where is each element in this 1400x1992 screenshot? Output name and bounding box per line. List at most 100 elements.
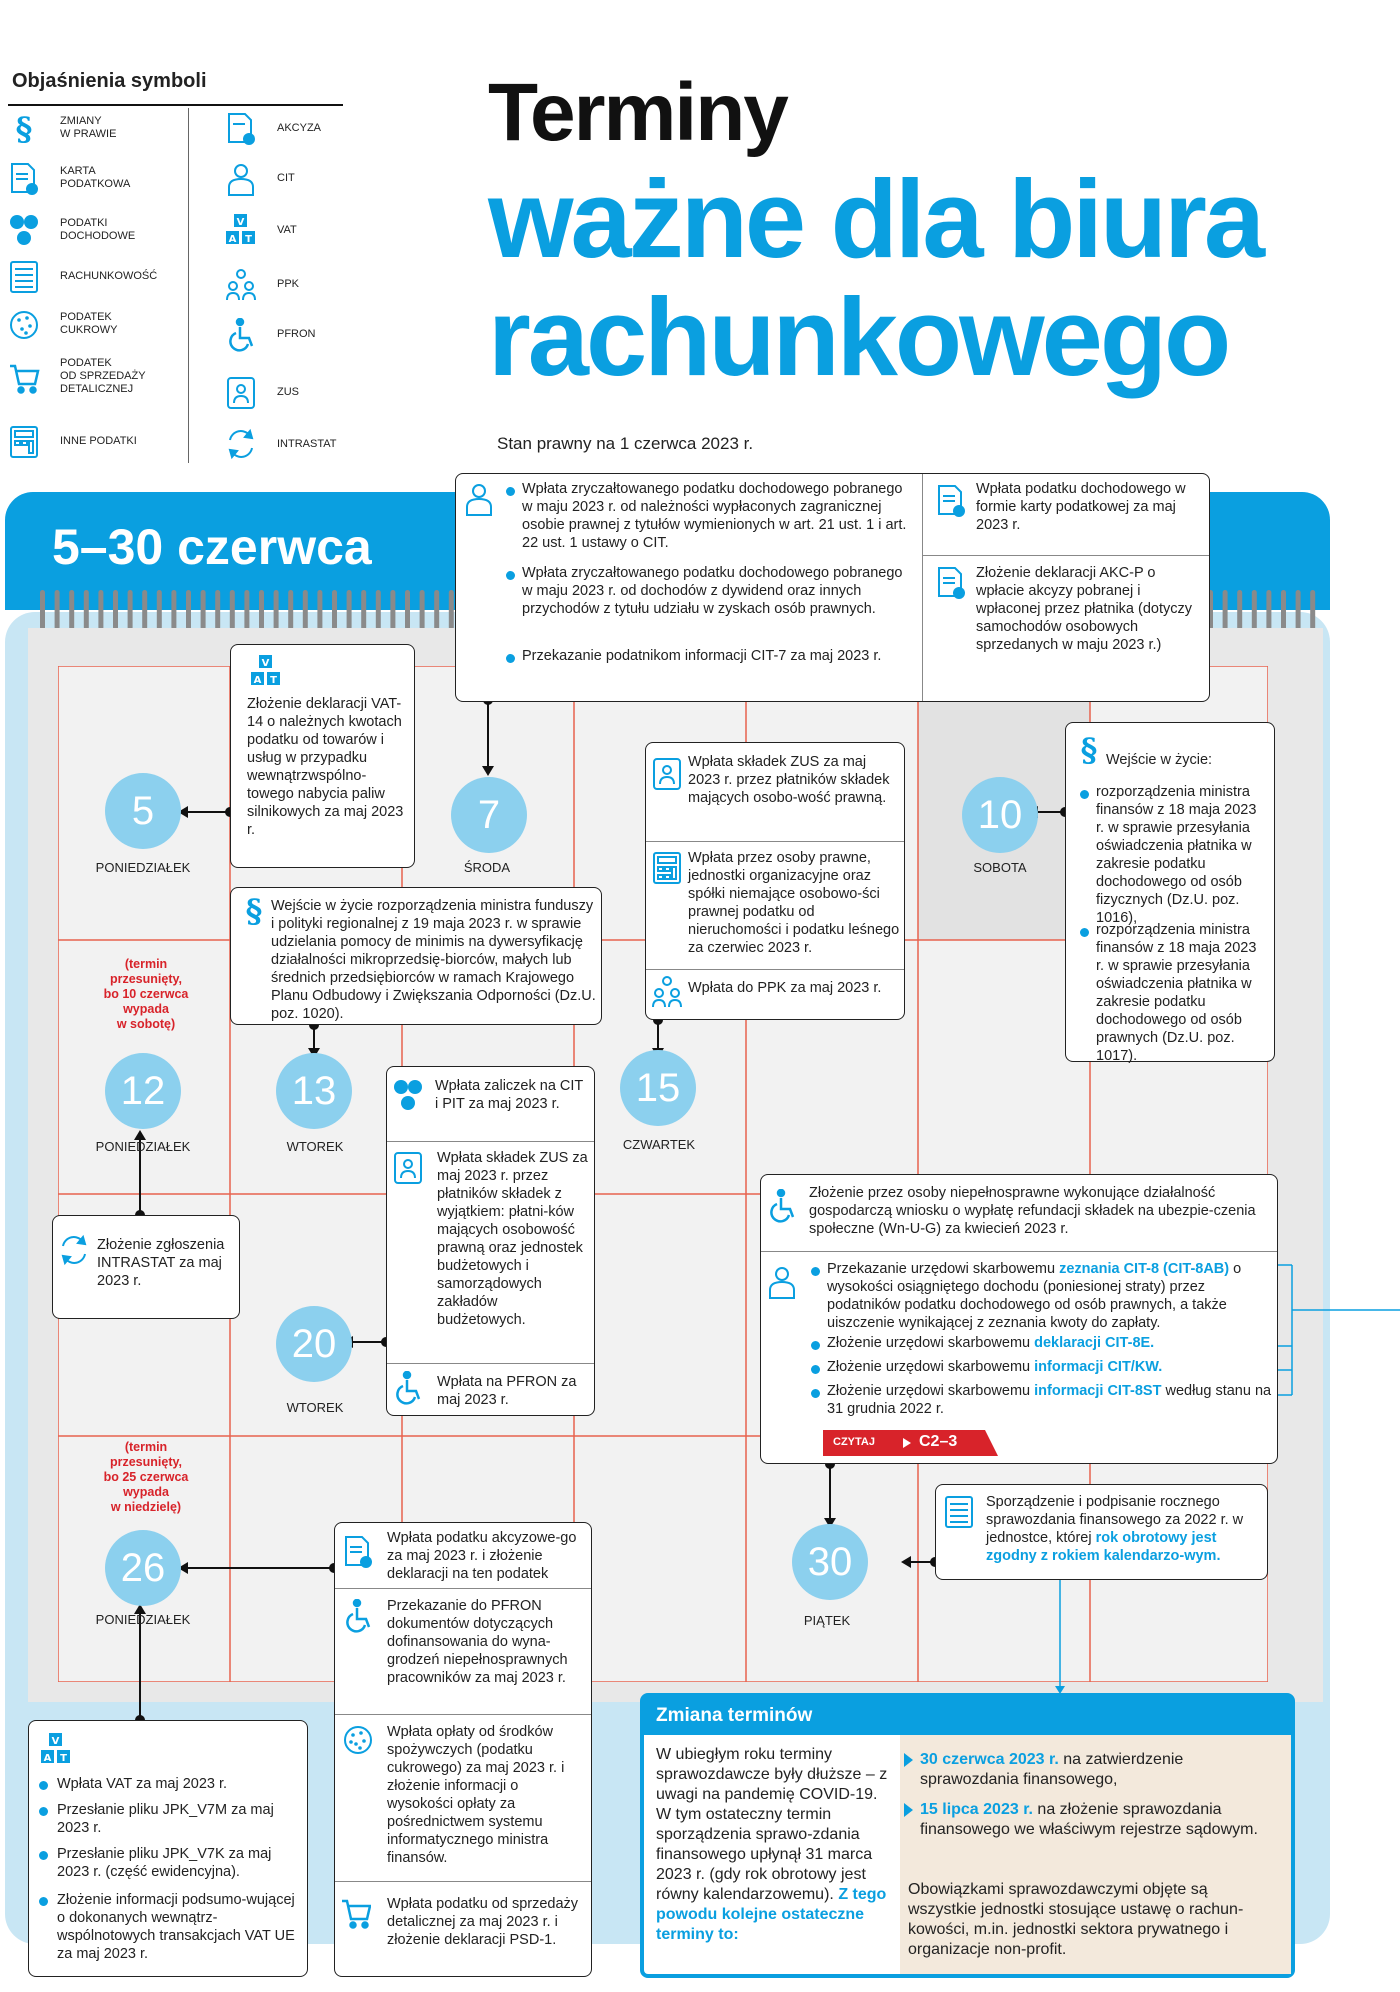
id-card-icon: [653, 758, 681, 790]
day-5-name: PONIEDZIAŁEK: [95, 860, 191, 875]
legend-label: INTRASTAT: [277, 437, 337, 450]
excise-doc-icon: [938, 567, 965, 599]
bullet: [39, 1897, 48, 1906]
legend-label: PPK: [277, 277, 300, 290]
task-text-part: Złożenie urzędowi skarbowemu: [827, 1383, 1035, 1399]
svg-text:A: A: [44, 1753, 52, 1764]
ledger-icon: [8, 260, 40, 293]
day-13: 13: [276, 1053, 352, 1129]
deadline-change-title: Zmiana terminów: [656, 1705, 813, 1726]
person-icon: [769, 1267, 795, 1299]
legend-title: Objaśnienia symboli: [12, 70, 207, 92]
day-20-name: WTOREK: [286, 1400, 344, 1415]
deadline-change-header: Zmiana terminów: [644, 1697, 1291, 1735]
task-text: Złożenie przez osoby niepełnosprawne wyk…: [809, 1185, 1256, 1237]
calculator-icon: [653, 852, 681, 884]
deadline-1-date: 30 czerwca 2023 r.: [920, 1751, 1059, 1768]
sugar-icon: [8, 308, 40, 340]
legend-label: PODATKI DOCHODOWE: [60, 217, 136, 242]
cart-icon: [342, 1899, 371, 1929]
deadline-2-date: 15 lipca 2023 r.: [920, 1801, 1033, 1818]
deadline-1: 30 czerwca 2023 r. na zatwierdzenie spra…: [920, 1750, 1265, 1790]
day-7-name: ŚRODA: [463, 860, 511, 875]
calculator-icon: [8, 425, 40, 458]
task-text-part: Złożenie urzędowi skarbowemu: [827, 1359, 1035, 1375]
task-text: Złożenie deklaracji AKC-P o wpłacie akcy…: [976, 565, 1192, 653]
legend-label: INNE PODATKI: [60, 434, 137, 447]
divider: [922, 555, 1209, 556]
bullet: [506, 571, 515, 580]
task-text-part: Złożenie urzędowi skarbowemu: [827, 1335, 1035, 1351]
cit8e-link[interactable]: deklaracji CIT-8E.: [1034, 1335, 1155, 1351]
task-text: Złożenie zgłoszenia INTRASTAT za maj 202…: [97, 1237, 225, 1289]
divider: [646, 969, 904, 970]
czytaj-reference[interactable]: CZYTAJ C2–3: [823, 1430, 998, 1456]
svg-text:T: T: [270, 675, 277, 686]
note-day-26: (termin przesunięty, bo 25 czerwca wypad…: [103, 1440, 189, 1514]
czytaj-label: CZYTAJ: [833, 1436, 875, 1448]
task-text: Wpłata składek ZUS za maj 2023 r. przez …: [688, 754, 890, 806]
cart-icon: [8, 360, 40, 394]
task-box-day-15: Wpłata składek ZUS za maj 2023 r. przez …: [645, 742, 905, 1020]
legend-label: AKCYZA: [277, 121, 322, 134]
czytaj-page-ref: C2–3: [919, 1433, 958, 1450]
sugar-icon: [344, 1726, 372, 1754]
svg-text:A: A: [254, 675, 262, 686]
legend-label: PODATEK CUKROWY: [60, 311, 118, 336]
svg-text:§: §: [16, 112, 33, 146]
arrows-icon: [61, 1234, 87, 1266]
coins-icon: [394, 1080, 422, 1110]
task-text-emphasis: rok obrotowy jest zgodny z rokiem kalend…: [986, 1530, 1221, 1564]
task-text: Wpłata podatku dochodowego w formie kart…: [976, 481, 1186, 533]
day-26-name: PONIEDZIAŁEK: [95, 1612, 191, 1627]
bullet: [39, 1851, 48, 1860]
task-text: Wejście w życie rozporządzenia ministra …: [271, 898, 596, 1022]
citkw-link[interactable]: informacji CIT/KW.: [1034, 1359, 1163, 1375]
deadline-change-lead: Z tego powodu kolejne ostateczne terminy…: [656, 1886, 887, 1943]
task-text: Przesłanie pliku JPK_V7M za maj 2023 r.: [57, 1802, 274, 1836]
bullet: [1080, 928, 1089, 937]
divider: [761, 1251, 1277, 1252]
svg-text:A: A: [229, 234, 237, 245]
task-text: Wpłata zaliczek na CIT i PIT za maj 2023…: [435, 1078, 584, 1112]
legend-column-divider: [188, 108, 189, 463]
task-text: Wpłata opłaty od środków spożywczych (po…: [387, 1724, 565, 1866]
coins-icon: [8, 214, 40, 246]
cit8-link[interactable]: zeznania CIT-8 (CIT-8AB): [1059, 1261, 1230, 1277]
legend-label: ZUS: [277, 385, 299, 398]
tax-card-icon: [8, 162, 40, 195]
task-box-day-20: Wpłata zaliczek na CIT i PIT za maj 2023…: [386, 1066, 595, 1416]
cit8st-link[interactable]: informacji CIT-8ST: [1034, 1383, 1162, 1399]
ledger-icon: [945, 1496, 973, 1528]
task-text: Złożenie deklaracji VAT-14 o należnych k…: [247, 696, 404, 838]
task-text: Wpłata podatku akcyzowe-go za maj 2023 r…: [387, 1530, 577, 1582]
task-box-day-26: Wpłata podatku akcyzowe-go za maj 2023 r…: [334, 1522, 592, 1977]
paragraph-icon: §: [8, 110, 40, 148]
deadline-1-text: na zatwierdzenie sprawozdania finansoweg…: [920, 1751, 1184, 1788]
divider: [335, 1714, 591, 1715]
task-text: Sporządzenie i podpisanie rocznego spraw…: [986, 1493, 1262, 1565]
task-text: Przekazanie podatnikom informacji CIT-7 …: [522, 648, 882, 664]
czytaj-badge: [823, 1430, 998, 1456]
task-text: Złożenie urzędowi skarbowemu deklaracji …: [827, 1334, 1272, 1352]
task-box-day-7: Wpłata zryczałtowanego podatku dochodowe…: [455, 473, 1210, 702]
task-text: Wpłata przez osoby prawne, jednostki org…: [688, 850, 900, 956]
tax-card-icon: [938, 485, 965, 517]
svg-text:V: V: [262, 658, 270, 669]
task-text: Wpłata podatku od sprzedaży detalicznej …: [387, 1896, 579, 1948]
deadline-change-right-panel: [900, 1735, 1291, 1974]
task-box-day-30-report: Sporządzenie i podpisanie rocznego spraw…: [935, 1484, 1268, 1580]
calendar-period-label: 5–30 czerwca: [52, 519, 372, 575]
day-30-name: PIĄTEK: [803, 1613, 851, 1628]
bullet: [1080, 790, 1089, 799]
task-box-day-10: § Wejście w życie: rozporządzenia minist…: [1065, 722, 1275, 1064]
id-card-icon: [225, 376, 257, 409]
task-text: Przesłanie pliku JPK_V7K za maj 2023 r. …: [57, 1846, 272, 1880]
task-text: Przekazanie urzędowi skarbowemu zeznania…: [827, 1260, 1272, 1332]
bullet: [506, 654, 515, 663]
legend-divider: [8, 104, 343, 106]
task-text: rozporządzenia ministra finansów z 18 ma…: [1096, 922, 1257, 1064]
